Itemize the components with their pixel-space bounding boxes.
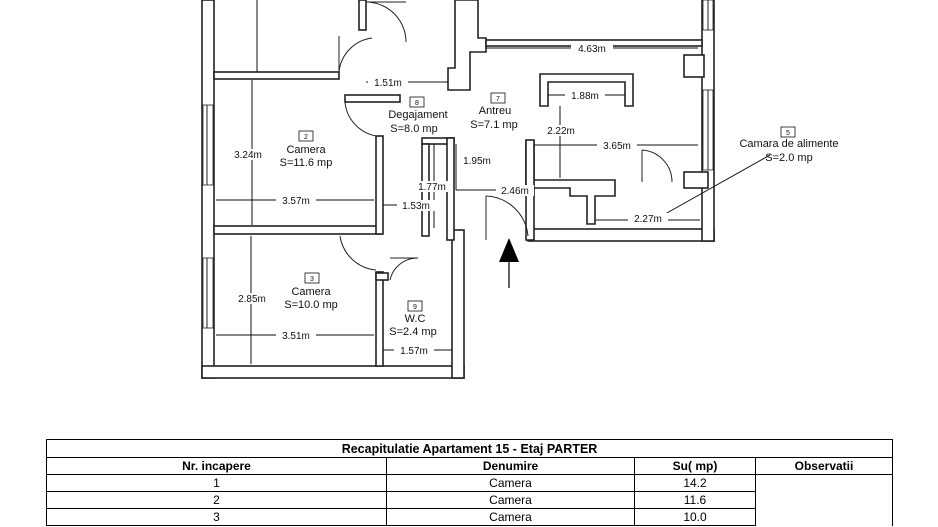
entrance-arrow xyxy=(499,238,519,288)
cell-denumire: Camera xyxy=(386,491,635,509)
table-title: Recapitulatie Apartament 15 - Etaj PARTE… xyxy=(46,439,893,458)
dimension-labels: 4.63m 1.51m 1.88m 2.22m 3.65m 3.24m 3.57… xyxy=(229,43,668,357)
room-8-area: S=8.0 mp xyxy=(390,123,437,135)
room-7-name: Antreu xyxy=(479,105,511,117)
dim-1-88: 1.88m xyxy=(571,91,599,102)
cell-nr: 2 xyxy=(46,491,387,509)
room-3-name: Camera xyxy=(291,286,331,298)
exterior-walls xyxy=(201,0,715,379)
dim-1-57: 1.57m xyxy=(400,346,428,357)
room-3-area: S=10.0 mp xyxy=(284,299,338,311)
dim-1-51: 1.51m xyxy=(374,78,402,89)
table-row: 1 Camera 14.2 xyxy=(46,474,893,526)
door-swings xyxy=(338,1,673,281)
room-8-name: Degajament xyxy=(388,109,447,121)
room-2-area: S=11.6 mp xyxy=(280,157,333,169)
room-7-area: S=7.1 mp xyxy=(470,119,517,131)
room-2-name: Camera xyxy=(286,144,326,156)
area-summary-table: Recapitulatie Apartament 15 - Etaj PARTE… xyxy=(46,439,893,526)
dim-3-24: 3.24m xyxy=(234,150,262,161)
dim-3-57: 3.57m xyxy=(282,196,310,207)
col-header-observatii: Observatii xyxy=(755,457,893,475)
room-9-number: 9 xyxy=(413,304,417,311)
cell-denumire: Camera xyxy=(386,508,635,526)
room-9-name: W.C xyxy=(405,313,426,325)
room-labels: 2 Camera S=11.6 mp 3 Camera S=10.0 mp 8 … xyxy=(280,96,839,338)
dim-3-51: 3.51m xyxy=(282,331,310,342)
dim-2-27: 2.27m xyxy=(634,214,662,225)
cell-su: 14.2 xyxy=(634,474,756,492)
dim-1-77: 1.77m xyxy=(418,182,446,193)
cell-nr: 1 xyxy=(46,474,387,492)
dim-2-46: 2.46m xyxy=(501,186,529,197)
dim-1-53: 1.53m xyxy=(402,201,430,212)
room-8-number: 8 xyxy=(415,100,419,107)
dim-2-22: 2.22m xyxy=(547,126,575,137)
room-2-number: 2 xyxy=(304,134,308,141)
cell-observatii xyxy=(755,474,893,526)
cell-nr: 3 xyxy=(46,508,387,526)
dim-3-65: 3.65m xyxy=(603,141,631,152)
room-5-area: S=2.0 mp xyxy=(765,152,812,164)
cell-denumire: Camera xyxy=(386,474,635,492)
cell-su: 11.6 xyxy=(634,491,756,509)
col-header-su: Su( mp) xyxy=(634,457,756,475)
room-number-boxes xyxy=(298,92,796,312)
room-9-area: S=2.4 mp xyxy=(389,326,436,338)
room-3-number: 3 xyxy=(310,276,314,283)
dim-2-85: 2.85m xyxy=(238,294,266,305)
room-5-number: 5 xyxy=(786,130,790,137)
floor-plan: 2 Camera S=11.6 mp 3 Camera S=10.0 mp 8 … xyxy=(201,0,839,379)
table-row: 3 Camera 10.0 xyxy=(46,508,893,526)
cell-su: 10.0 xyxy=(634,508,756,526)
dim-1-95: 1.95m xyxy=(463,156,491,167)
col-header-nr: Nr. incapere xyxy=(46,457,387,475)
room-5-name: Camara de alimente xyxy=(739,138,838,150)
col-header-denumire: Denumire xyxy=(386,457,635,475)
table-row: 2 Camera 11.6 xyxy=(46,491,893,509)
dim-4-63: 4.63m xyxy=(578,44,606,55)
room-7-number: 7 xyxy=(496,96,500,103)
